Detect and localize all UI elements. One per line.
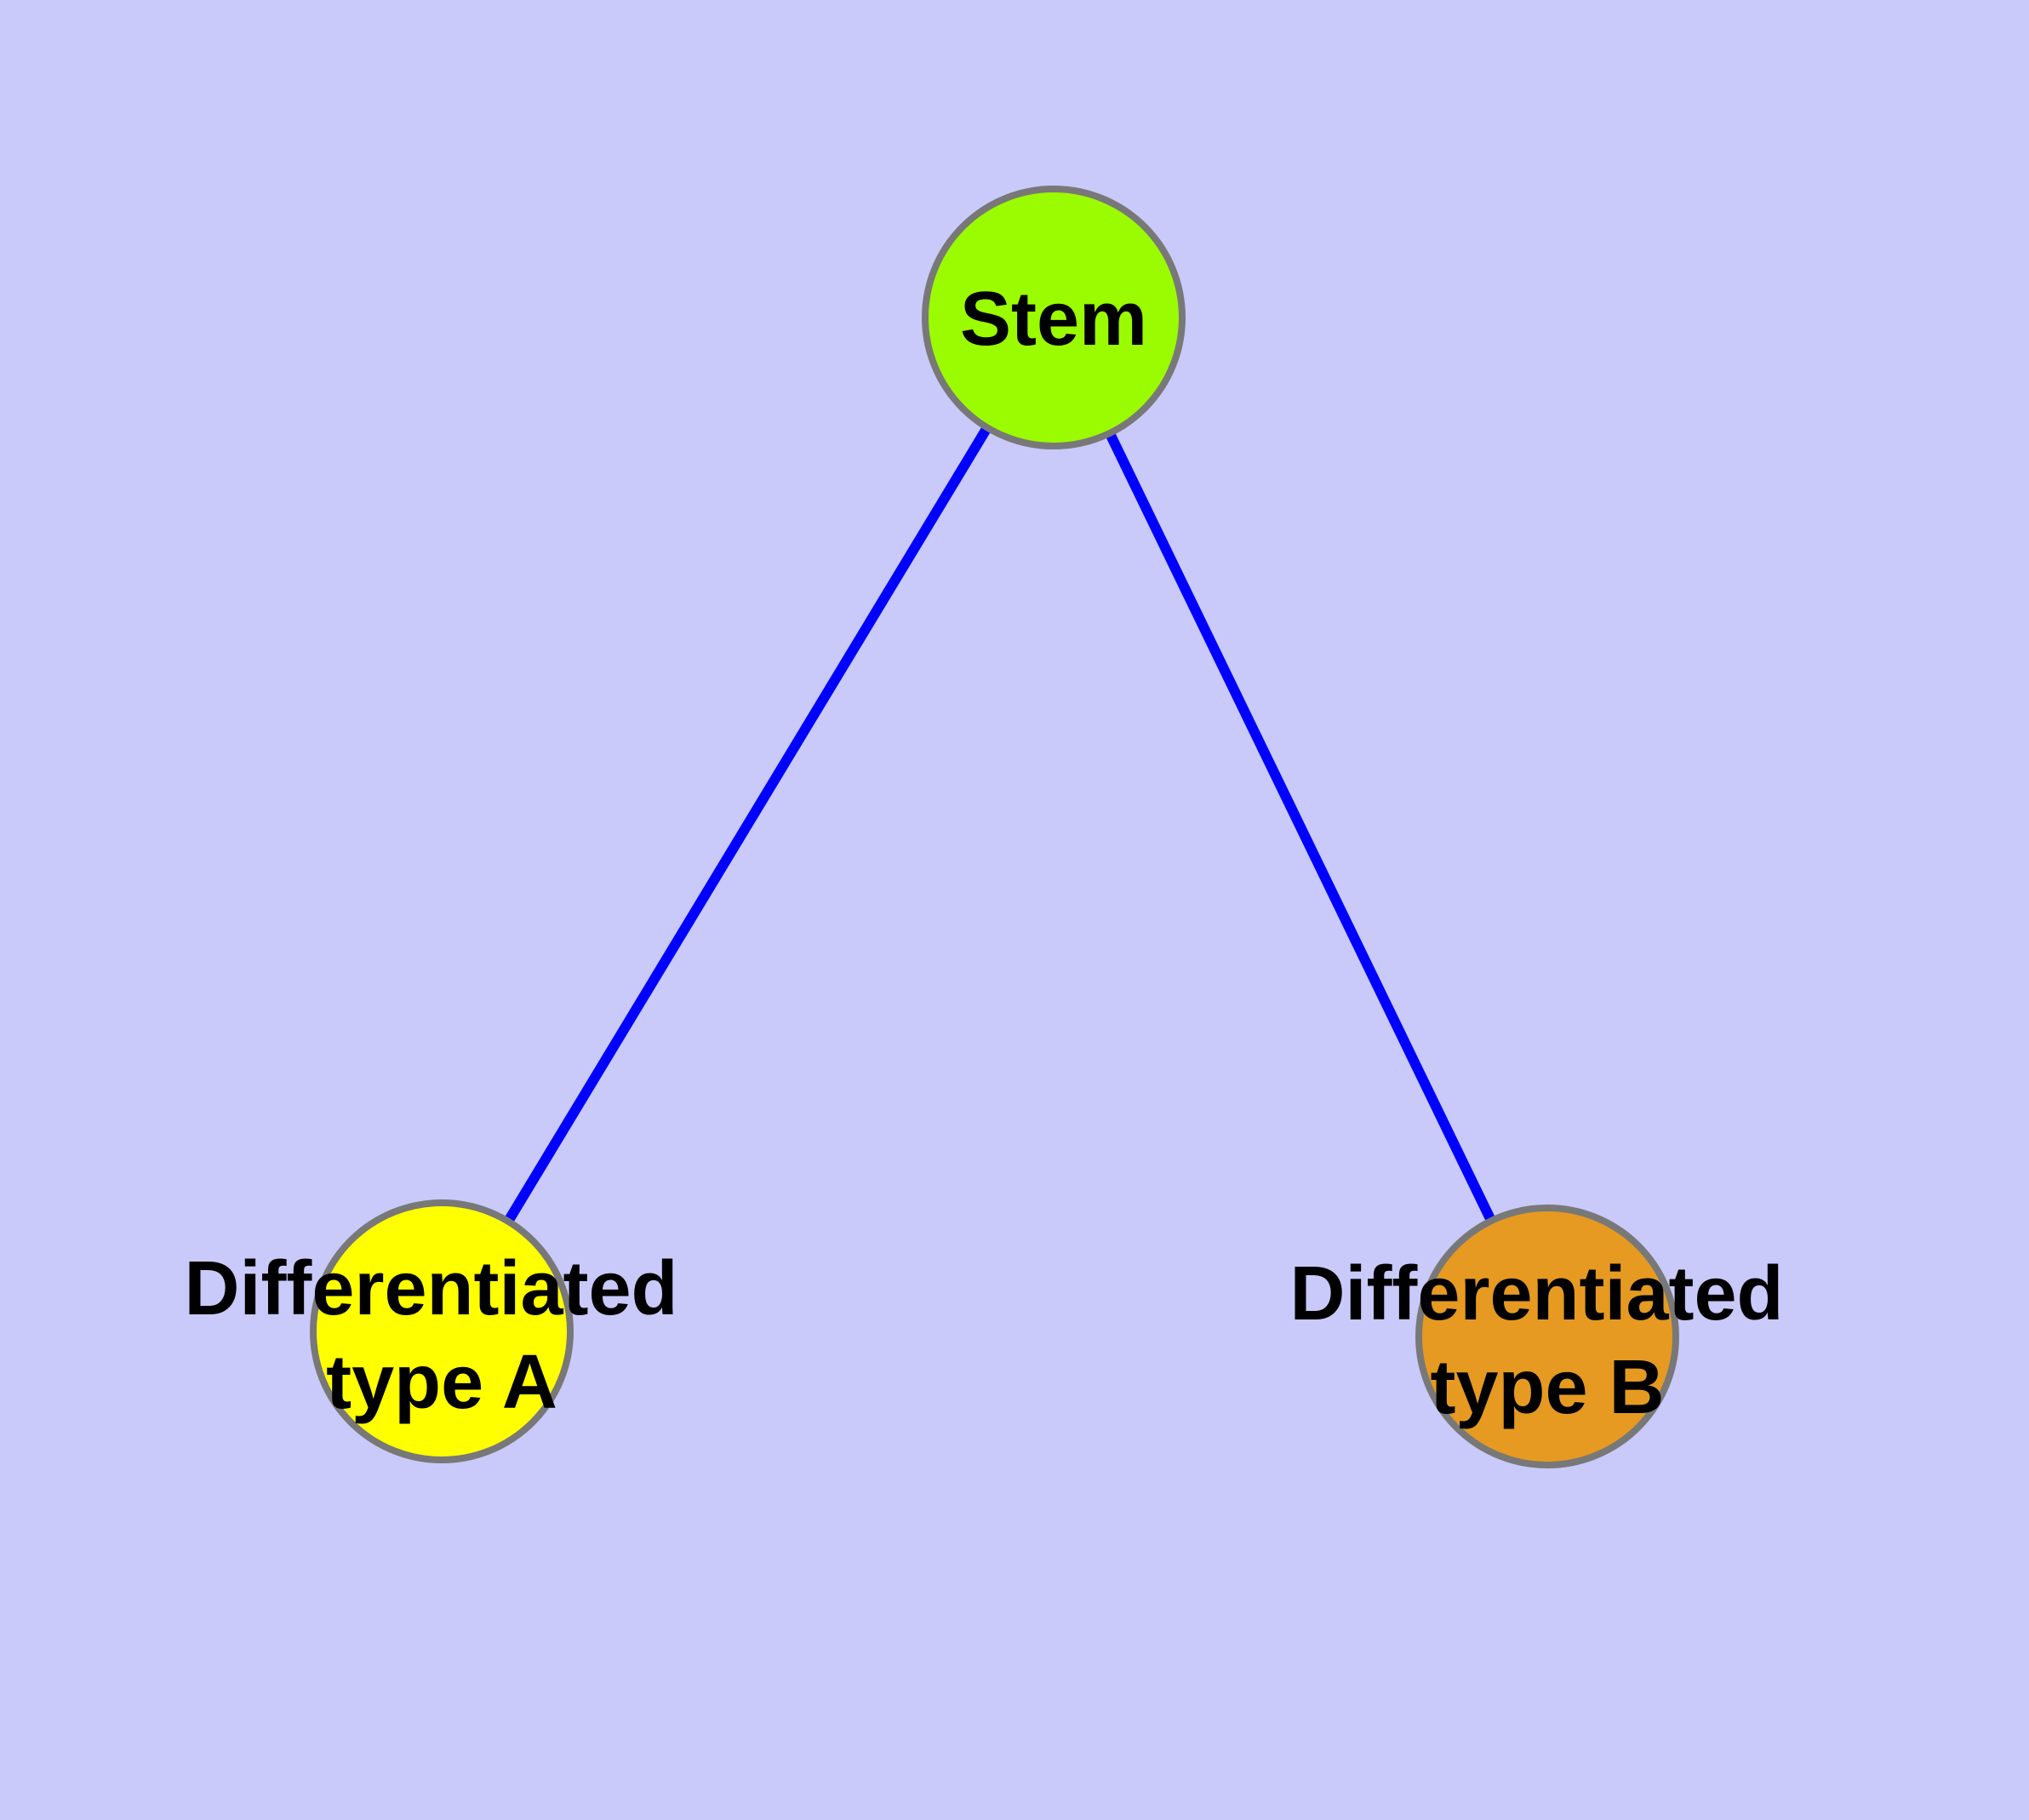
node-differentiated-type-b: Differentiated type B	[1289, 1205, 1804, 1468]
type-b-label-line-2: type B	[1430, 1345, 1664, 1430]
type-a-label-line-2: type A	[326, 1340, 557, 1425]
type-b-node-circle	[1415, 1205, 1679, 1468]
node-differentiated-type-a: Differentiated type A	[184, 1199, 699, 1463]
stem-node-circle	[922, 186, 1186, 449]
type-a-node-circle	[310, 1199, 574, 1463]
type-b-label-line-1: Differentiated	[1289, 1251, 1783, 1336]
type-b-node-label: Differentiated type B	[1289, 1251, 1804, 1430]
edge-stem-to-type-b	[1049, 315, 1552, 1339]
node-stem: Stem	[922, 186, 1186, 449]
type-a-node-label: Differentiated type A	[184, 1246, 699, 1425]
type-a-label-line-1: Differentiated	[184, 1246, 677, 1331]
edge-stem-to-type-a	[437, 314, 1059, 1335]
stem-node-label: Stem	[960, 277, 1147, 362]
